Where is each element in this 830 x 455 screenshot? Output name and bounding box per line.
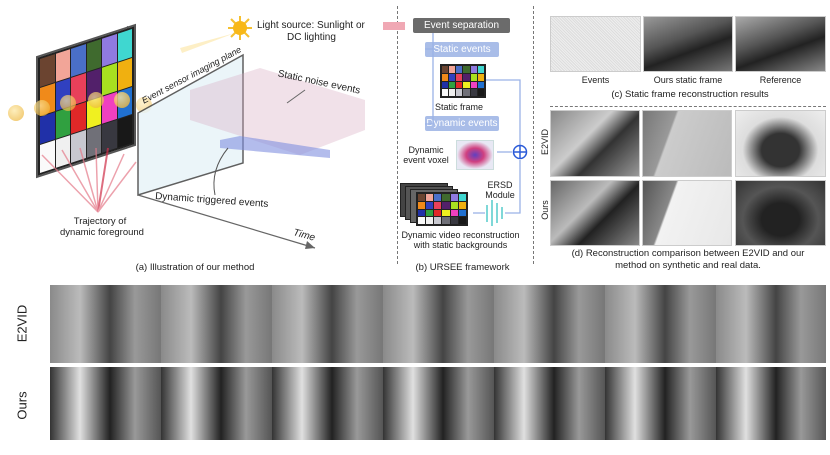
light-source-label-2: DC lighting xyxy=(287,32,336,43)
checker-patch xyxy=(458,201,466,209)
trajectory-label: Trajectory of dynamic foreground xyxy=(60,216,144,238)
ersd-module-icon xyxy=(486,200,503,226)
ours-static-frame-image xyxy=(643,16,733,72)
checker-patch xyxy=(450,194,458,201)
framework-connectors xyxy=(425,33,528,226)
checker-patch xyxy=(418,217,426,224)
divider-bc xyxy=(533,6,534,264)
sum-icon xyxy=(512,144,528,160)
checker-patch xyxy=(442,81,449,89)
checker-patch xyxy=(442,66,449,73)
checker-patch xyxy=(477,66,484,73)
checker-patch xyxy=(470,81,477,89)
checker-patch xyxy=(477,73,484,81)
caption-d-1: (d) Reconstruction comparison between E2… xyxy=(571,248,805,259)
ours-image-1 xyxy=(550,180,640,246)
ours-image-2 xyxy=(642,180,732,246)
checker-patch xyxy=(442,89,449,96)
input-arrow-icon xyxy=(383,22,405,30)
checker-patch xyxy=(470,66,477,73)
static-events-box: Static events xyxy=(425,42,499,57)
ours-image-3 xyxy=(735,180,826,246)
caption-c: (c) Static frame reconstruction results xyxy=(611,89,769,100)
checker-patch xyxy=(458,217,466,224)
checker-patch xyxy=(463,73,470,81)
checker-patch xyxy=(426,217,434,224)
checker-patch xyxy=(426,201,434,209)
e2vid-image-1 xyxy=(550,110,640,177)
divider-cd xyxy=(550,106,826,107)
e2vid-image-2 xyxy=(642,110,732,177)
checker-patch xyxy=(456,73,463,81)
checker-patch xyxy=(450,201,458,209)
caption-b: (b) URSEE framework xyxy=(415,262,510,273)
checker-patch xyxy=(442,73,449,81)
trajectory-arrows xyxy=(41,16,365,249)
e2vid-sequence-strip xyxy=(50,285,826,363)
checker-patch xyxy=(449,73,456,81)
events-image xyxy=(550,16,641,72)
checker-patch xyxy=(456,81,463,89)
checker-patch xyxy=(456,66,463,73)
checker-patch xyxy=(470,89,477,96)
checker-patch xyxy=(442,217,450,224)
row-label-e2vid: E2VID xyxy=(540,129,550,156)
caption-a: (a) Illustration of our method xyxy=(135,262,255,273)
checker-patch xyxy=(434,209,442,217)
label-events: Events xyxy=(581,75,610,85)
checker-patch xyxy=(434,217,442,224)
checker-patch xyxy=(449,66,456,73)
row-label-ours: Ours xyxy=(540,200,550,220)
bottom-row-label-e2vid: E2VID xyxy=(14,304,30,343)
checker-patch xyxy=(426,209,434,217)
checker-patch xyxy=(450,209,458,217)
checker-patch xyxy=(442,209,450,217)
label-reference: Reference xyxy=(759,75,802,85)
light-source-label: Light source: Sunlight or xyxy=(257,20,365,31)
checker-patch xyxy=(434,194,442,201)
checker-patch xyxy=(463,89,470,96)
e2vid-image-3 xyxy=(735,110,826,177)
checker-patch xyxy=(470,73,477,81)
checker-patch xyxy=(442,201,450,209)
checker-patch xyxy=(418,209,426,217)
event-separation-box: Event separation xyxy=(413,18,510,33)
reference-image xyxy=(735,16,826,72)
label-ours-static: Ours static frame xyxy=(653,75,723,85)
static-frame-label: Static frame xyxy=(435,102,484,112)
checker-patch xyxy=(458,209,466,217)
bottom-row-label-ours: Ours xyxy=(14,391,30,420)
dynamic-event-tube xyxy=(220,136,330,158)
checker-patch xyxy=(463,81,470,89)
checker-patch xyxy=(477,81,484,89)
sun-icon xyxy=(180,16,252,53)
checker-patch xyxy=(450,217,458,224)
static-frame-image xyxy=(440,64,486,98)
event-voxel-image xyxy=(456,140,494,170)
checker-patch xyxy=(449,81,456,89)
ours-sequence-strip xyxy=(50,367,826,440)
checker-patch xyxy=(458,194,466,201)
checker-patch xyxy=(463,66,470,73)
checker-patch xyxy=(456,89,463,96)
checker-patch xyxy=(418,201,426,209)
imaging-plane xyxy=(137,53,244,197)
divider-ab xyxy=(397,6,398,264)
checker-patch xyxy=(426,194,434,201)
static-noise-volume xyxy=(190,68,365,155)
caption-d-2: method on synthetic and real data. xyxy=(615,260,761,271)
dynamic-events-box: Dynamic events xyxy=(425,116,499,131)
checker-patch xyxy=(449,89,456,96)
checker-patch xyxy=(418,194,426,201)
checker-patch xyxy=(442,194,450,201)
checker-patch xyxy=(434,201,442,209)
checker-patch xyxy=(477,89,484,96)
